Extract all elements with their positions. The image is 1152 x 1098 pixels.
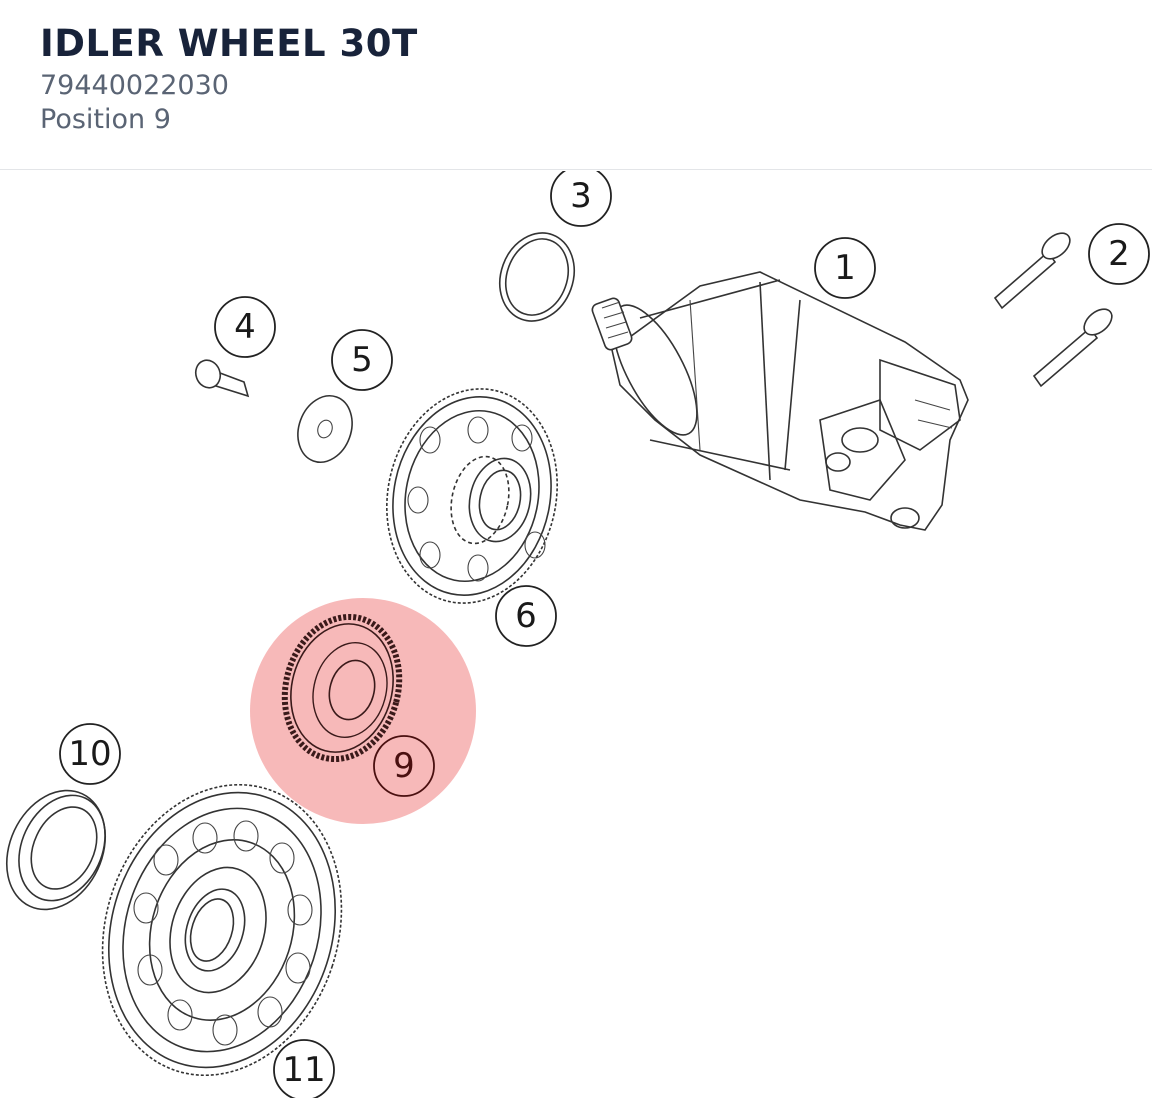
svg-text:1: 1 (834, 248, 856, 288)
svg-text:6: 6 (515, 596, 537, 636)
bolt-part[interactable] (192, 357, 250, 398)
exploded-parts-diagram: 1 2 3 4 5 6 9 10 (0, 171, 1152, 1098)
callout-4[interactable]: 4 (214, 296, 276, 358)
callout-2[interactable]: 2 (1088, 223, 1150, 285)
screw-part[interactable] (993, 228, 1117, 388)
starter-motor-part[interactable] (591, 271, 969, 531)
callout-11[interactable]: 11 (273, 1039, 335, 1098)
idler-wheel-highlight[interactable] (250, 598, 476, 824)
svg-text:2: 2 (1108, 234, 1130, 274)
svg-text:5: 5 (351, 340, 373, 380)
callout-10[interactable]: 10 (59, 723, 121, 785)
callout-5[interactable]: 5 (331, 329, 393, 391)
idler-wheel-part[interactable] (269, 604, 414, 772)
svg-text:10: 10 (68, 734, 111, 774)
callout-9[interactable]: 9 (373, 735, 435, 797)
svg-text:3: 3 (570, 176, 592, 216)
part-number: 79440022030 (40, 70, 229, 101)
callout-1[interactable]: 1 (814, 237, 876, 299)
part-position: Position 9 (40, 104, 171, 135)
freewheel-gear-part[interactable] (66, 753, 378, 1098)
svg-text:11: 11 (282, 1050, 325, 1090)
part-header: IDLER WHEEL 30T 79440022030 Position 9 (0, 0, 1152, 170)
svg-text:4: 4 (234, 307, 256, 347)
o-ring-part[interactable] (488, 222, 586, 331)
part-title: IDLER WHEEL 30T (40, 22, 418, 65)
callout-3[interactable]: 3 (550, 171, 612, 227)
callout-6[interactable]: 6 (495, 585, 557, 647)
intermediate-gear-part[interactable] (367, 373, 576, 619)
seal-ring-part[interactable] (0, 774, 124, 925)
washer-part[interactable] (289, 388, 361, 470)
svg-text:9: 9 (393, 746, 415, 786)
